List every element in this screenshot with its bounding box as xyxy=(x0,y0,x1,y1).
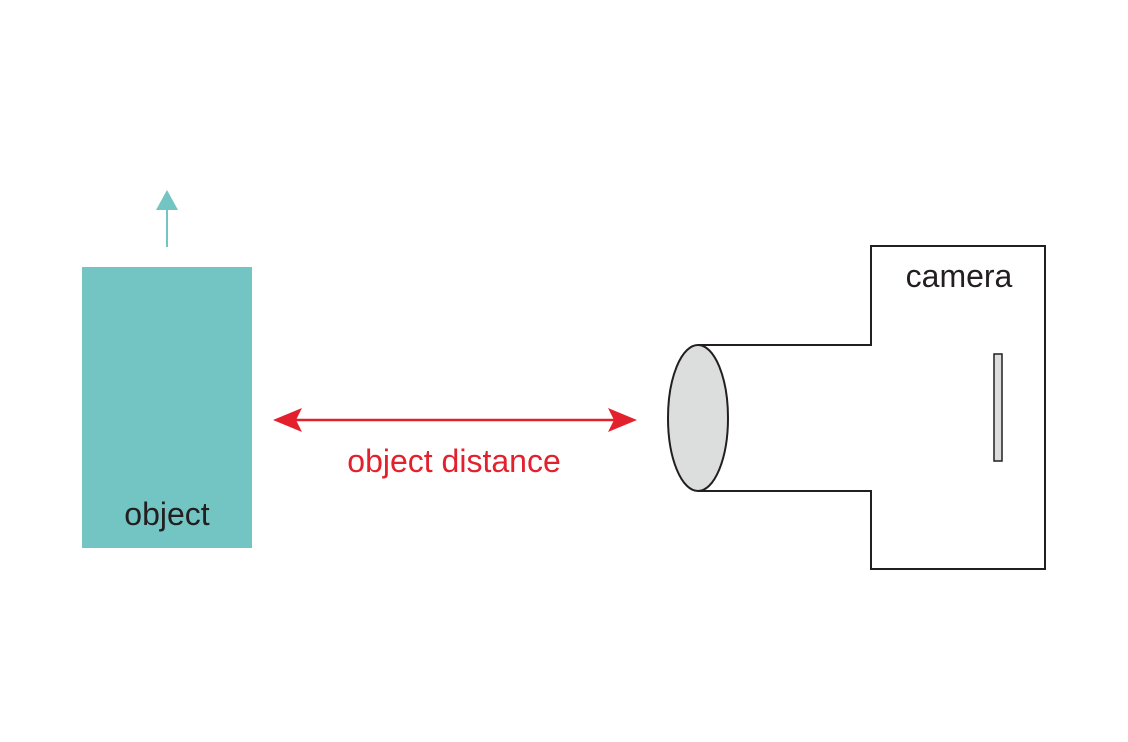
camera-label: camera xyxy=(906,258,1013,294)
distance-arrow-head-right xyxy=(608,408,637,432)
distance-label: object distance xyxy=(347,443,560,479)
object-group: object xyxy=(82,267,252,548)
object-block xyxy=(82,267,252,548)
camera-group: camera xyxy=(667,245,1046,570)
camera-sensor xyxy=(993,353,1003,462)
object-up-arrow-head xyxy=(156,190,178,210)
camera-lens xyxy=(667,344,729,492)
object-up-arrow xyxy=(156,190,178,247)
distance-arrow: object distance xyxy=(273,408,637,479)
camera-body xyxy=(698,245,1046,570)
distance-arrow-head-left xyxy=(273,408,302,432)
object-label: object xyxy=(124,496,210,532)
